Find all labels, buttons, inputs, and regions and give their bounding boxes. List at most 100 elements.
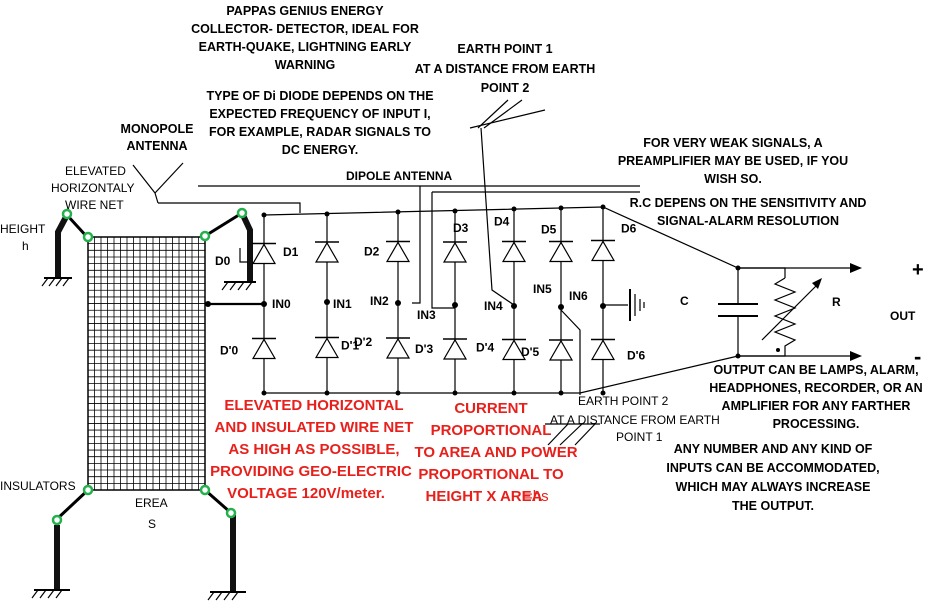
dipole-label: DIPOLE ANTENNA <box>346 169 453 183</box>
input-node <box>261 301 267 307</box>
svg-text:PROCESSING.: PROCESSING. <box>773 417 860 431</box>
earth-point-1-antenna <box>469 99 546 306</box>
earth-point-2-label: EARTH POINT 2 AT A DISTANCE FROM EARTH P… <box>550 394 720 444</box>
insulator-1 <box>61 208 73 220</box>
diode-bottom-label-5: D'5 <box>521 345 540 359</box>
left-support-pole <box>41 213 90 287</box>
ground-symbol <box>41 277 72 287</box>
plus-label: + <box>912 259 924 281</box>
bottom-left-pole <box>31 488 90 599</box>
plus-arrow <box>850 263 862 273</box>
diode-bottom-0 <box>251 337 277 360</box>
input-label-1: IN1 <box>333 297 352 311</box>
svg-text:AND INSULATED WIRE NET: AND INSULATED WIRE NET <box>215 419 414 436</box>
minus-arrow <box>850 351 862 361</box>
svg-text:TO AREA AND POWER: TO AREA AND POWER <box>414 444 577 461</box>
svg-text:HORIZONTALY: HORIZONTALY <box>51 181 135 195</box>
top-node <box>395 209 401 215</box>
earth-point-2-antenna <box>545 423 600 446</box>
diode-bottom-6 <box>590 338 616 361</box>
diode-top-4 <box>501 240 527 263</box>
svg-text:WHICH MAY ALWAYS INCREASE: WHICH MAY ALWAYS INCREASE <box>676 480 871 494</box>
earth-point-1-label: EARTH POINT 1 AT A DISTANCE FROM EARTH P… <box>415 42 596 95</box>
svg-text:ELEVATED HORIZONTAL: ELEVATED HORIZONTAL <box>224 397 403 414</box>
diode-top-5 <box>548 240 574 263</box>
svg-text:R.C DEPENS ON THE SENSITIVITY: R.C DEPENS ON THE SENSITIVITY AND <box>630 196 867 210</box>
capacitor-label: C <box>680 294 689 308</box>
diode-note-line-2: EXPECTED FREQUENCY OF INPUT I, <box>209 107 430 121</box>
diode-top-label-6: D6 <box>621 222 637 236</box>
svg-text:OUTPUT CAN BE LAMPS, ALARM,: OUTPUT CAN BE LAMPS, ALARM, <box>713 363 918 377</box>
d0-lead <box>239 248 248 263</box>
diode-bottom-label-3: D'3 <box>415 342 434 356</box>
diode-bottom-1 <box>314 336 340 359</box>
title-line-4: WARNING <box>275 58 335 72</box>
diode-bottom-5 <box>548 339 574 361</box>
hs-equation: =hs <box>524 488 549 505</box>
in6-ground-symbol <box>603 289 645 321</box>
bottom-node <box>395 390 401 396</box>
svg-text:PROPORTIONAL TO: PROPORTIONAL TO <box>418 466 564 483</box>
red-current-note: CURRENT PROPORTIONAL TO AREA AND POWER P… <box>414 400 577 505</box>
input-node <box>395 300 401 306</box>
elevated-net-label: ELEVATED HORIZONTALY WIRE NET <box>51 164 135 212</box>
insulator-7 <box>51 514 63 526</box>
bottom-node <box>452 390 458 396</box>
rc-note: R.C DEPENS ON THE SENSITIVITY AND SIGNAL… <box>630 196 867 228</box>
svg-text:POINT 1: POINT 1 <box>616 430 663 444</box>
title-line-3: EARTH-QUAKE, LIGHTNING EARLY <box>199 40 412 54</box>
svg-text:HEIGHT: HEIGHT <box>0 222 46 236</box>
wire-net-grid <box>87 236 206 491</box>
red-net-note: ELEVATED HORIZONTAL AND INSULATED WIRE N… <box>210 397 413 502</box>
bottom-node <box>324 390 330 396</box>
insulator-8 <box>225 507 237 519</box>
diode-bottom-4 <box>501 338 527 361</box>
input-label-4: IN4 <box>484 299 503 313</box>
inputs-note: ANY NUMBER AND ANY KIND OF INPUTS CAN BE… <box>666 442 879 513</box>
svg-text:ANTENNA: ANTENNA <box>126 139 187 153</box>
insulators-label: INSULATORS <box>0 479 76 493</box>
capacitor-c <box>718 265 758 359</box>
bottom-node <box>511 390 517 396</box>
in5-lead <box>560 309 581 395</box>
svg-text:h: h <box>22 239 29 253</box>
svg-text:THE OUTPUT.: THE OUTPUT. <box>732 499 814 513</box>
diode-note-line-1: TYPE OF Di DIODE DEPENDS ON THE <box>206 89 433 103</box>
title-line-1: PAPPAS GENIUS ENERGY <box>226 4 384 18</box>
top-node <box>558 205 564 211</box>
input-node <box>558 304 564 310</box>
input-label-3: IN3 <box>417 308 436 322</box>
diode-top-0 <box>251 242 277 265</box>
diode-note-line-3: FOR EXAMPLE, RADAR SIGNALS TO <box>209 125 431 139</box>
svg-text:AT A DISTANCE FROM EARTH: AT A DISTANCE FROM EARTH <box>415 62 596 76</box>
svg-text:ANY NUMBER AND ANY KIND OF: ANY NUMBER AND ANY KIND OF <box>674 442 873 456</box>
svg-text:CURRENT: CURRENT <box>454 400 527 417</box>
svg-text:FOR VERY WEAK SIGNALS, A: FOR VERY WEAK SIGNALS, A <box>643 136 822 150</box>
monopole-antenna <box>132 162 301 213</box>
diode-bottom-label-6: D'6 <box>627 349 646 363</box>
insulator-5 <box>82 484 94 496</box>
bottom-node <box>558 390 564 396</box>
insulator-4 <box>236 207 248 219</box>
svg-text:EARTH POINT 2: EARTH POINT 2 <box>578 394 669 408</box>
diode-top-label-3: D3 <box>453 221 469 235</box>
diode-bottom-label-4: D'4 <box>476 341 495 355</box>
diode-top-3 <box>442 241 468 263</box>
out-label: OUT <box>890 309 916 323</box>
input-label-5: IN5 <box>533 282 552 296</box>
bottom-node <box>600 390 606 396</box>
diode-top-label-2: D2 <box>364 245 380 259</box>
input-node <box>324 299 330 305</box>
d0-label: D0 <box>215 254 231 268</box>
right-support-pole <box>204 211 256 291</box>
insulator-2 <box>82 231 94 243</box>
input-label-2: IN2 <box>370 294 389 308</box>
svg-text:AS HIGH AS POSSIBLE,: AS HIGH AS POSSIBLE, <box>228 441 399 458</box>
svg-text:PROPORTIONAL: PROPORTIONAL <box>431 422 552 439</box>
minus-label: - <box>914 344 921 369</box>
diode-top-6 <box>590 239 616 262</box>
top-node <box>511 206 517 212</box>
svg-text:INPUTS CAN BE ACCOMMODATED,: INPUTS CAN BE ACCOMMODATED, <box>666 461 879 475</box>
svg-text:AT A DISTANCE FROM EARTH: AT A DISTANCE FROM EARTH <box>550 413 720 427</box>
